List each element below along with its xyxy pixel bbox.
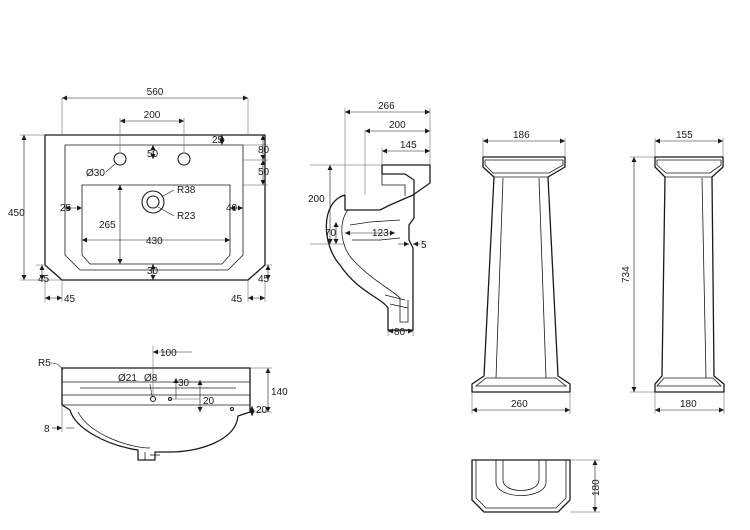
dim-20-outer: 20 [256,405,268,416]
dim-tap-spacing: 200 [144,110,161,121]
dim-186: 186 [513,130,530,141]
label-tap-diameter: Ø30 [86,168,105,179]
dim-100: 100 [160,348,177,359]
dim-50-tap-row: 50 [147,149,159,160]
dim-30-front: 30 [147,266,159,277]
dim-734: 734 [621,266,632,283]
dim-123: 123 [372,228,389,239]
dim-70: 70 [325,228,337,239]
dim-45-right-vertical: 45 [258,274,270,285]
pedestal-plan-view: 180 [471,459,602,513]
basin-plan-bowl [81,184,231,265]
dim-40-right: 40 [226,203,238,214]
pedestal-front-view: 186 260 [471,130,571,414]
basin-front-elevation: R5 100 Ø21 Ø8 30 20 140 20 8 [38,346,288,461]
basin-plan-view: 560 200 25 50 80 50 Ø30 R38 R23 450 25 4… [8,87,272,305]
dim-80-right: 80 [258,145,270,156]
pedestal-side-outline [654,156,725,393]
dim-140: 140 [271,387,288,398]
dim-50-right: 50 [258,167,270,178]
dim-180-plan: 180 [591,479,602,496]
section-inner-line [341,209,409,323]
basin-side-section: 266 200 145 200 70 123 5 80 [308,101,431,338]
pedestal-front-outline [471,156,571,393]
dim-260: 260 [511,399,528,410]
overflow-hole [149,395,157,403]
dim-265: 265 [99,220,116,231]
dim-8: 8 [44,424,50,435]
dim-45-right-horizontal: 45 [231,294,243,305]
elevation-outline [61,367,251,461]
dim-560: 560 [147,87,164,98]
dim-25-top: 25 [212,135,224,146]
dim-200-depth: 200 [389,120,406,131]
dim-180-base: 180 [680,399,697,410]
label-d8: Ø8 [144,373,158,384]
dim-155: 155 [676,130,693,141]
dim-266: 266 [378,101,395,112]
pedestal-side-view: 155 734 180 [621,130,725,414]
label-r5: R5 [38,358,51,369]
dim-45-left-horizontal: 45 [64,294,76,305]
tap-hole-right [177,152,191,166]
dim-5: 5 [421,240,427,251]
side-hole [229,406,235,412]
label-d21: Ø21 [118,373,137,384]
dim-145: 145 [400,140,417,151]
dim-25-left: 25 [60,203,72,214]
dim-200-height: 200 [308,194,325,205]
label-waste-r38: R38 [177,185,196,196]
dim-80-foot: 80 [394,327,406,338]
section-outline [325,164,431,331]
dim-430: 430 [146,236,163,247]
pedestal-plan-outline [471,459,571,513]
dim-20-inner: 20 [203,396,215,407]
dim-450: 450 [8,208,25,219]
label-waste-r23: R23 [177,211,196,222]
dim-30: 30 [178,378,190,389]
dim-45-left-vertical: 45 [38,274,50,285]
tap-hole-left [113,152,127,166]
waste-inner-circle [146,195,160,209]
